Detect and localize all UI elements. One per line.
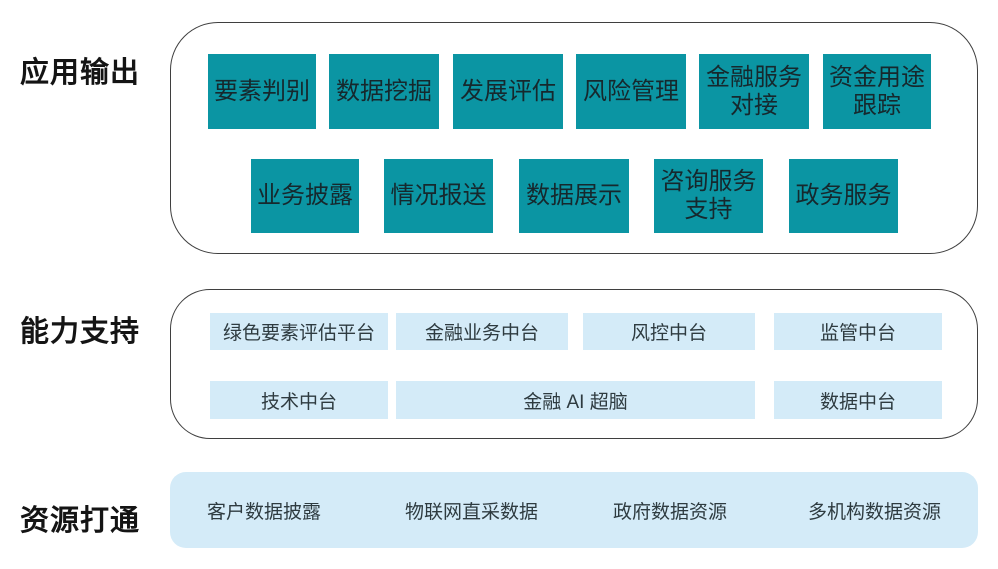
app-output-box: 资金用途 跟踪	[823, 54, 931, 129]
section-label-capability: 能力支持	[20, 316, 141, 348]
capability-box: 监管中台	[774, 313, 942, 350]
app-output-box: 咨询服务 支持	[654, 159, 763, 233]
section-label-app-output: 应用输出	[20, 57, 141, 89]
app-output-box: 发展评估	[453, 54, 563, 129]
resources-bar: 客户数据披露 物联网直采数据 政府数据资源 多机构数据资源	[170, 472, 978, 548]
app-output-container: 要素判别 数据挖掘 发展评估 风险管理 金融服务 对接 资金用途 跟踪 业务披露…	[170, 22, 978, 254]
app-output-box: 数据挖掘	[329, 54, 439, 129]
app-output-box: 数据展示	[519, 159, 629, 233]
capability-box: 金融业务中台	[396, 313, 568, 350]
resource-item: 政府数据资源	[613, 501, 728, 523]
app-output-box: 金融服务 对接	[699, 54, 809, 129]
capability-container: 绿色要素评估平台 金融业务中台 风控中台 监管中台 技术中台 金融 AI 超脑 …	[170, 289, 978, 439]
capability-box: 金融 AI 超脑	[396, 381, 755, 419]
section-label-resources: 资源打通	[20, 505, 141, 537]
capability-box: 数据中台	[774, 381, 942, 419]
app-output-box: 业务披露	[251, 159, 359, 233]
capability-box: 技术中台	[210, 381, 388, 419]
app-output-box: 要素判别	[208, 54, 316, 129]
resource-item: 多机构数据资源	[808, 501, 942, 523]
app-output-box: 政务服务	[789, 159, 898, 233]
capability-box: 绿色要素评估平台	[210, 313, 388, 350]
resource-item: 客户数据披露	[207, 501, 322, 523]
app-output-box: 风险管理	[576, 54, 686, 129]
capability-box: 风控中台	[583, 313, 755, 350]
app-output-box: 情况报送	[384, 159, 493, 233]
resource-item: 物联网直采数据	[405, 501, 539, 523]
